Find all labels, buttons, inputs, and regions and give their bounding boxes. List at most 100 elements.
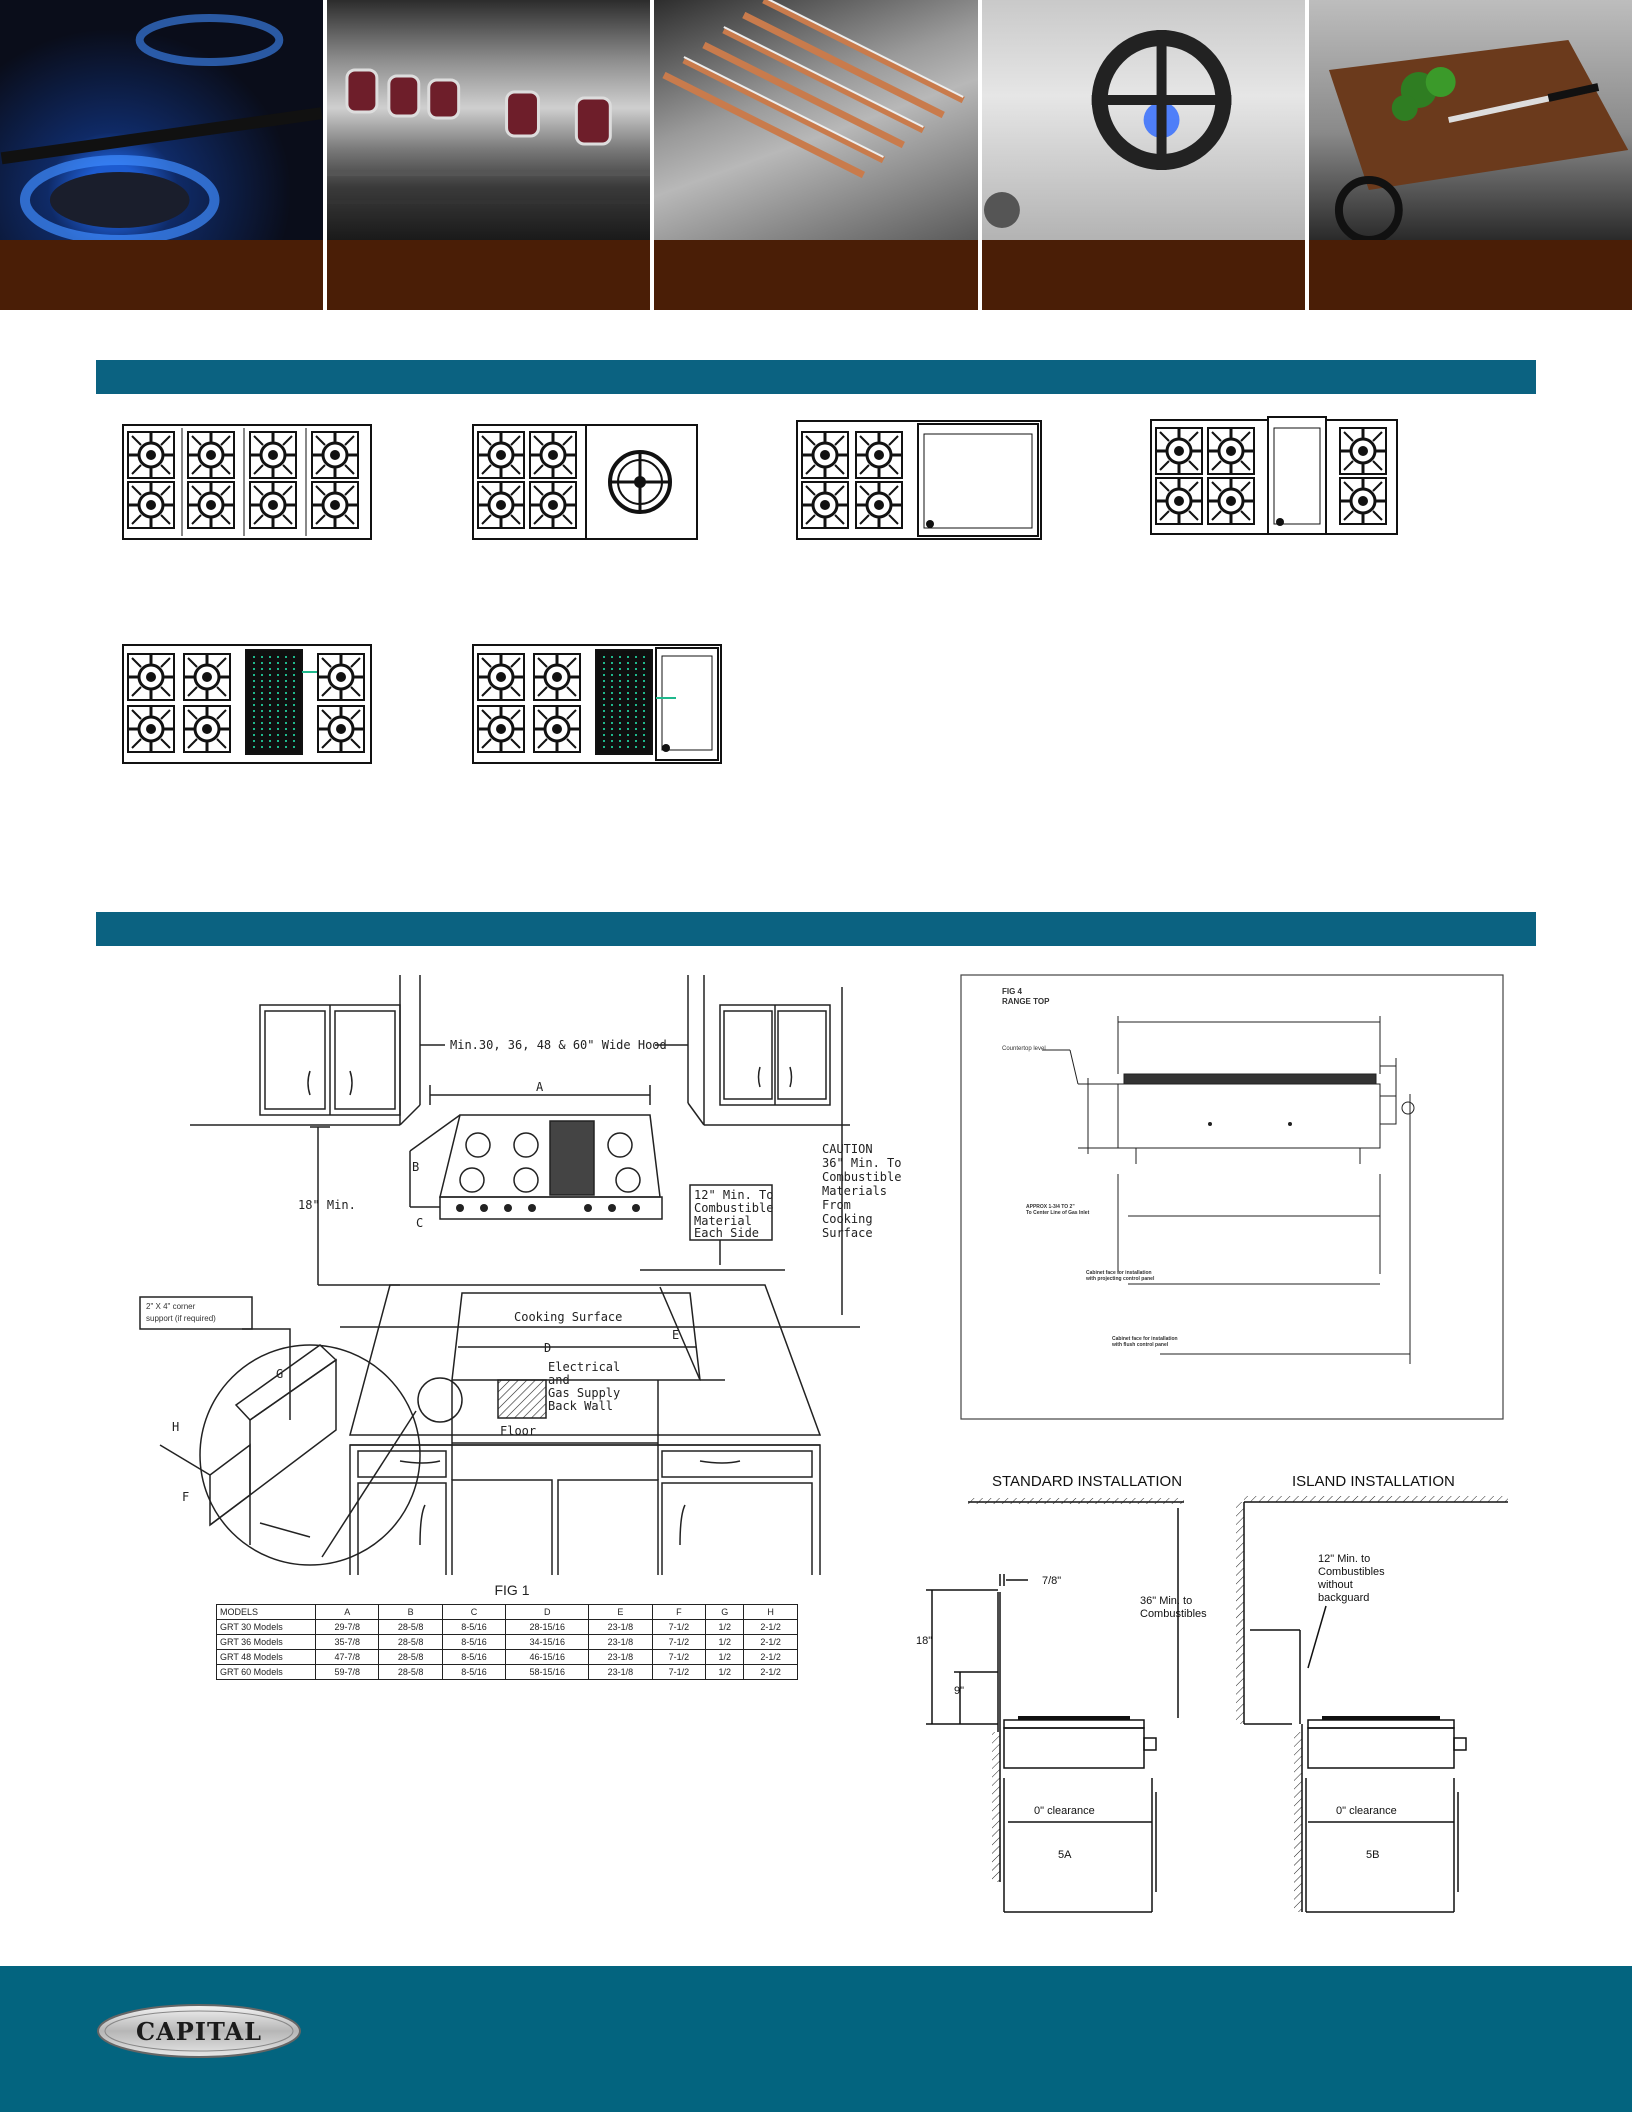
countertop-level-label: Countertop level — [1002, 1046, 1046, 1052]
dim-e-label: E — [672, 1328, 679, 1342]
standard-clearance-label: 0" clearance — [1034, 1805, 1095, 1817]
table-cell: 8-5/16 — [441, 1634, 507, 1650]
four-burner-grill-griddle-config-icon — [472, 644, 722, 764]
fig4-title-line-2: RANGE TOP — [1002, 997, 1050, 1006]
fig4-title-line-1: FIG 4 — [1002, 987, 1023, 996]
table-cell: 59-7/8 — [314, 1664, 380, 1680]
table-header: F — [651, 1604, 707, 1620]
table-cell: 34-15/16 — [505, 1634, 590, 1650]
caption-bar — [981, 240, 1305, 310]
photo-panel-knobs — [327, 0, 651, 310]
caption-bar — [654, 240, 978, 310]
side-clearance-line-2: Combustible — [694, 1201, 773, 1215]
min12-line-1: 12" Min. to — [1318, 1553, 1370, 1565]
dimension-table: MODELS A B C D E F G H GRT 30 Models 29-… — [216, 1604, 798, 1680]
figure-5a-label: 5A — [1058, 1849, 1072, 1861]
caution-line-4: Materials — [822, 1184, 887, 1198]
brand-name: CAPITAL — [136, 2017, 262, 2046]
cutting-board-broccoli-photo — [1308, 0, 1632, 244]
side-clearance-line-1: 12" Min. To — [694, 1188, 773, 1202]
table-header: E — [588, 1604, 653, 1620]
table-header: D — [505, 1604, 590, 1620]
fig4-rangetop-drawing: FIG 4 RANGE TOP Countertop level APPROX … — [960, 974, 1504, 1420]
side-clearance-line-3: Material — [694, 1214, 752, 1228]
table-cell: 2-1/2 — [743, 1619, 798, 1635]
table-cell: 58-15/16 — [505, 1664, 590, 1680]
table-cell: 29-7/8 — [314, 1619, 380, 1635]
height-9-label: 9" — [954, 1685, 964, 1697]
floor-label: Floor — [500, 1424, 536, 1438]
support-line-1: 2" X 4" corner — [146, 1302, 196, 1311]
table-cell: 1/2 — [705, 1664, 745, 1680]
cooking-surface-label: Cooking Surface — [514, 1310, 622, 1324]
gas-burner-flame-photo — [0, 0, 324, 245]
photo-panel-board — [1308, 0, 1632, 310]
electrical-line-4: Back Wall — [548, 1399, 613, 1413]
dim-a-label: A — [536, 1080, 544, 1094]
electrical-line-3: Gas Supply — [548, 1386, 620, 1400]
six-burner-grill-config-icon — [122, 644, 372, 764]
photo-panel-wok — [981, 0, 1305, 310]
island-installation-heading: ISLAND INSTALLATION — [1292, 1473, 1455, 1490]
caution-line-2: 36" Min. To — [822, 1156, 901, 1170]
wok-burner-photo — [981, 0, 1305, 240]
table-cell: 1/2 — [705, 1649, 745, 1665]
table-cell: 23-1/8 — [588, 1664, 653, 1680]
dim-c-label: C — [416, 1216, 423, 1230]
caption-bar — [1308, 240, 1632, 310]
table-cell: GRT 30 Models — [216, 1619, 316, 1635]
section-bar-configurations — [96, 360, 1536, 394]
dim-g-label: G — [276, 1367, 283, 1381]
projecting-panel-note-line-1: Cabinet face for installation — [1086, 1270, 1152, 1276]
min12-line-3: without — [1317, 1579, 1353, 1591]
table-cell: GRT 48 Models — [216, 1649, 316, 1665]
dim-d-label: D — [544, 1341, 551, 1355]
min12-line-2: Combustibles — [1318, 1566, 1385, 1578]
table-cell: GRT 60 Models — [216, 1664, 316, 1680]
standard-installation-heading: STANDARD INSTALLATION — [992, 1473, 1182, 1490]
caution-line-1: CAUTION — [822, 1142, 873, 1156]
control-knobs-photo — [327, 0, 651, 240]
min12-line-4: backguard — [1318, 1592, 1369, 1604]
table-header: A — [314, 1604, 380, 1620]
caution-line-6: Cooking — [822, 1212, 873, 1226]
electrical-line-1: Electrical — [548, 1360, 620, 1374]
min36-line-2: Combustibles — [1140, 1608, 1207, 1620]
fig1-caption: FIG 1 — [494, 1582, 530, 1598]
caution-line-3: Combustible — [822, 1170, 901, 1184]
table-header: B — [378, 1604, 443, 1620]
table-cell: 35-7/8 — [314, 1634, 380, 1650]
gas-inlet-note-line-1: APPROX 1-3/4 TO 2" — [1026, 1204, 1075, 1210]
island-clearance-label: 0" clearance — [1336, 1805, 1397, 1817]
table-cell: 23-1/8 — [588, 1634, 653, 1650]
min36-line-1: 36" Min. to — [1140, 1595, 1192, 1607]
dim-b-label: B — [412, 1160, 419, 1174]
hood-width-label: Min.30, 36, 48 & 60" Wide Hood — [450, 1038, 667, 1052]
table-cell: 1/2 — [705, 1619, 745, 1635]
section-bar-installation — [96, 912, 1536, 946]
table-cell: 7-1/2 — [651, 1619, 707, 1635]
height-18-label: 18" — [916, 1635, 932, 1647]
table-cell: 47-7/8 — [314, 1649, 380, 1665]
table-row: GRT 30 Models 29-7/8 28-5/8 8-5/16 28-15… — [216, 1619, 798, 1635]
flush-panel-note-line-1: Cabinet face for installation — [1112, 1336, 1178, 1342]
table-cell: 28-15/16 — [505, 1619, 590, 1635]
table-row: GRT 60 Models 59-7/8 28-5/8 8-5/16 58-15… — [216, 1664, 798, 1680]
six-burner-griddle-config-icon — [1150, 416, 1398, 536]
dim-h-label: H — [172, 1420, 179, 1434]
table-cell: 28-5/8 — [378, 1619, 443, 1635]
caption-bar — [327, 240, 651, 310]
charbroiler-grill-photo — [654, 0, 978, 240]
table-cell: GRT 36 Models — [216, 1634, 316, 1650]
flush-panel-note-line-2: with flush control panel — [1111, 1342, 1169, 1348]
electrical-line-2: and — [548, 1373, 570, 1387]
table-header-row: MODELS A B C D E F G H — [216, 1604, 798, 1620]
four-burner-griddle-config-icon — [796, 420, 1042, 540]
table-cell: 8-5/16 — [441, 1664, 507, 1680]
figure-5b-label: 5B — [1366, 1849, 1379, 1861]
table-cell: 28-5/8 — [378, 1664, 443, 1680]
support-line-2: support (if required) — [146, 1314, 216, 1323]
eight-burner-config-icon — [122, 424, 372, 540]
dim-f-label: F — [182, 1490, 189, 1504]
table-row: GRT 36 Models 35-7/8 28-5/8 8-5/16 34-15… — [216, 1634, 798, 1650]
